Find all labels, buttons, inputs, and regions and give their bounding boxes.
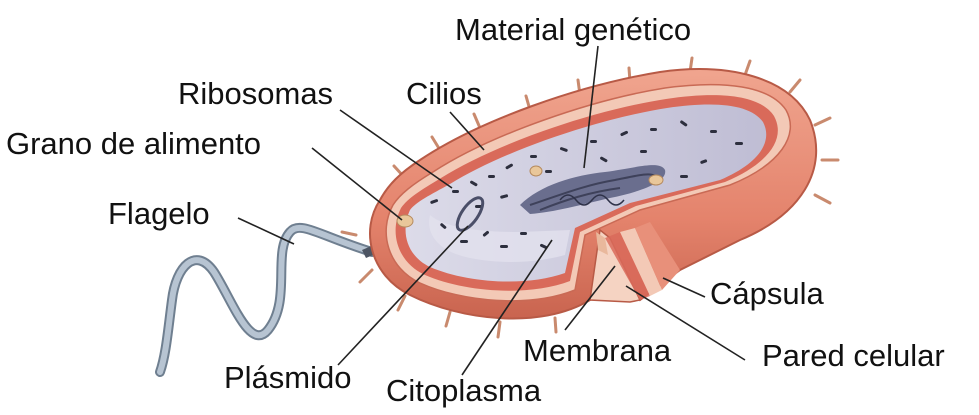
label-flagellum: Flagelo — [108, 198, 210, 229]
label-cytoplasm: Citoplasma — [386, 375, 541, 406]
label-food-granule: Grano de alimento — [6, 128, 261, 159]
label-genetic-material: Material genético — [455, 14, 691, 45]
label-cell-wall: Pared celular — [762, 340, 945, 371]
label-plasmid: Plásmido — [224, 362, 352, 393]
label-ribosomes: Ribosomas — [178, 78, 333, 109]
label-membrane: Membrana — [523, 335, 671, 366]
flagellum-icon — [160, 228, 380, 372]
label-cilia: Cilios — [406, 78, 482, 109]
label-capsule: Cápsula — [710, 278, 824, 309]
